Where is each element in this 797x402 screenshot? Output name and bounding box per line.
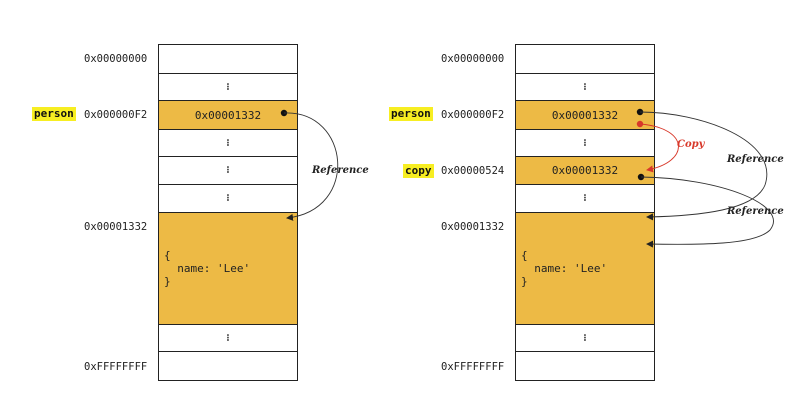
person-value: 0x00001332 (194, 108, 262, 122)
copy-value: 0x00001332 (551, 164, 619, 177)
memory-cell: ⁝ (515, 73, 655, 101)
address-label: 0x00000000 (441, 53, 505, 65)
object-line: { (521, 249, 528, 262)
address-label: 0xFFFFFFFF (441, 361, 505, 373)
memory-cell: ⁝ (515, 324, 655, 352)
memory-cell: ⁝ (158, 129, 298, 157)
address-label: 0x000000F2 (84, 109, 148, 121)
memory-cell: ⁝ (158, 73, 298, 101)
address-label: 0x00000524 (441, 165, 505, 177)
copy-memory-cell: 0x00001332 (515, 156, 655, 185)
person-memory-cell: 0x00001332 (515, 100, 655, 130)
ellipsis: ⁝ (226, 137, 230, 149)
address-label: 0xFFFFFFFF (84, 361, 148, 373)
address-label: 0x00000000 (84, 53, 148, 65)
variable-person-label: person (389, 107, 433, 121)
object-line: } (164, 275, 171, 288)
reference-label: Reference (727, 154, 784, 165)
copy-label: Copy (677, 139, 705, 150)
person-memory-cell: 0x00001332 (158, 100, 298, 130)
object-memory-block (515, 212, 655, 325)
memory-cell: ⁝ (158, 156, 298, 185)
address-label: 0x00001332 (441, 221, 505, 233)
memory-cell (158, 351, 298, 381)
object-line: name: 'Lee' (521, 262, 608, 275)
memory-cell: ⁝ (515, 129, 655, 157)
reference-label: Reference (312, 165, 369, 176)
memory-cell: ⁝ (515, 184, 655, 213)
memory-cell: ⁝ (158, 184, 298, 213)
object-line: { (164, 249, 171, 262)
ellipsis: ⁝ (583, 81, 587, 93)
address-label: 0x000000F2 (441, 109, 505, 121)
object-line: } (521, 275, 528, 288)
variable-copy-label: copy (403, 164, 434, 178)
object-line: name: 'Lee' (164, 262, 251, 275)
reference-label: Reference (727, 206, 784, 217)
ellipsis: ⁝ (583, 332, 587, 344)
ellipsis: ⁝ (226, 193, 230, 204)
memory-cell (515, 351, 655, 381)
object-memory-block (158, 212, 298, 325)
memory-cell: ⁝ (158, 324, 298, 352)
memory-cell (158, 44, 298, 74)
variable-person-label: person (32, 107, 76, 121)
ellipsis: ⁝ (226, 165, 230, 176)
person-value: 0x00001332 (551, 108, 619, 122)
ellipsis: ⁝ (583, 137, 587, 149)
ellipsis: ⁝ (226, 81, 230, 93)
address-label: 0x00001332 (84, 221, 148, 233)
ellipsis: ⁝ (583, 193, 587, 204)
ellipsis: ⁝ (226, 332, 230, 344)
memory-cell (515, 44, 655, 74)
